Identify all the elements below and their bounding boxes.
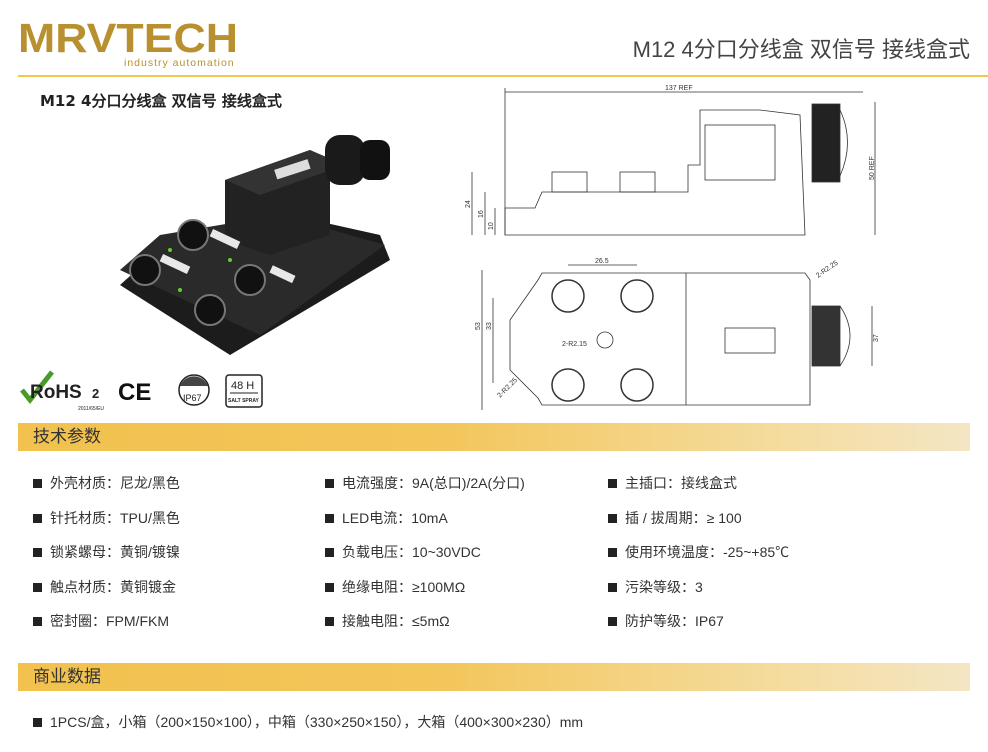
spec-item: 防护等级：IP67 bbox=[608, 611, 724, 631]
spec-item: 密封圈：FPM/FKM bbox=[33, 611, 169, 631]
bullet-icon bbox=[33, 718, 42, 727]
brand-logo: MRVTECH bbox=[18, 15, 238, 54]
spec-item: 接触电阻：≤5mΩ bbox=[325, 611, 450, 631]
spec-text: 电流强度：9A(总口)/2A(分口) bbox=[342, 475, 525, 491]
bullet-icon bbox=[33, 583, 42, 592]
bullet-icon bbox=[33, 514, 42, 523]
tech-section-header: 技术参数 bbox=[18, 423, 970, 451]
svg-text:16: 16 bbox=[478, 210, 485, 218]
bullet-icon bbox=[33, 548, 42, 557]
spec-text: 防护等级：IP67 bbox=[625, 613, 724, 629]
brand-tagline: industry automation bbox=[124, 57, 235, 69]
bullet-icon bbox=[325, 514, 334, 523]
bullet-icon bbox=[325, 548, 334, 557]
svg-text:48 H: 48 H bbox=[231, 380, 254, 392]
svg-text:RoHS: RoHS bbox=[30, 382, 82, 403]
product-title: M12 4分口分线盒 双信号 接线盒式 bbox=[40, 92, 282, 110]
bullet-icon bbox=[608, 548, 617, 557]
svg-text:2-R2.25: 2-R2.25 bbox=[815, 260, 840, 280]
spec-text: 主插口：接线盒式 bbox=[625, 475, 737, 491]
spec-text: 插 / 拔周期：≥ 100 bbox=[625, 510, 742, 526]
product-photo bbox=[120, 135, 390, 355]
spec-item: 插 / 拔周期：≥ 100 bbox=[608, 508, 742, 528]
spec-item: 电流强度：9A(总口)/2A(分口) bbox=[325, 473, 525, 493]
spec-item: 外壳材质：尼龙/黑色 bbox=[33, 473, 180, 493]
spec-text: 针托材质：TPU/黑色 bbox=[50, 510, 180, 526]
bullet-icon bbox=[325, 583, 334, 592]
page-title: M12 4分口分线盒 双信号 接线盒式 bbox=[632, 37, 970, 62]
svg-text:37: 37 bbox=[873, 334, 880, 342]
rohs-icon: RoHS 2 2011/65/EU bbox=[20, 370, 104, 412]
svg-text:26.5: 26.5 bbox=[595, 258, 609, 265]
bullet-icon bbox=[325, 617, 334, 626]
svg-text:33: 33 bbox=[486, 322, 493, 330]
spec-item: LED电流：10mA bbox=[325, 508, 448, 528]
spec-item: 主插口：接线盒式 bbox=[608, 473, 737, 493]
bullet-icon bbox=[33, 617, 42, 626]
spec-item: 使用环境温度：-25~+85℃ bbox=[608, 542, 789, 562]
svg-text:2011/65/EU: 2011/65/EU bbox=[78, 406, 104, 412]
svg-text:SALT SPRAY: SALT SPRAY bbox=[228, 398, 260, 404]
svg-text:50 REF: 50 REF bbox=[869, 156, 876, 180]
header-divider bbox=[18, 75, 988, 77]
spec-text: 绝缘电阻：≥100MΩ bbox=[342, 579, 466, 595]
spec-text: 锁紧螺母：黄铜/镀镍 bbox=[50, 544, 180, 560]
bullet-icon bbox=[608, 479, 617, 488]
salt-spray-icon: 48 H SALT SPRAY bbox=[225, 374, 263, 408]
spec-text: 使用环境温度：-25~+85℃ bbox=[625, 544, 790, 560]
technical-drawing: 137 REF 50 REF 24 16 10 26.5 53 33 2-R2.… bbox=[465, 85, 880, 410]
spec-text: LED电流：10mA bbox=[342, 510, 448, 526]
spec-text: 污染等级：3 bbox=[625, 579, 703, 595]
spec-text: 密封圈：FPM/FKM bbox=[50, 613, 169, 629]
spec-item: 锁紧螺母：黄铜/镀镍 bbox=[33, 542, 180, 562]
svg-text:53: 53 bbox=[475, 322, 482, 330]
bullet-icon bbox=[325, 479, 334, 488]
bullet-icon bbox=[608, 583, 617, 592]
svg-text:10: 10 bbox=[488, 222, 495, 230]
svg-text:MRVTECH: MRVTECH bbox=[18, 15, 238, 54]
spec-text: 接触电阻：≤5mΩ bbox=[342, 613, 450, 629]
svg-text:24: 24 bbox=[465, 200, 472, 208]
bullet-icon bbox=[608, 514, 617, 523]
spec-item: 绝缘电阻：≥100MΩ bbox=[325, 577, 465, 597]
certification-icons: RoHS 2 2011/65/EU CE IP67 48 H SALT SPRAY bbox=[18, 370, 278, 414]
spec-item: 针托材质：TPU/黑色 bbox=[33, 508, 180, 528]
ce-icon: CE bbox=[118, 379, 151, 406]
spec-text: 负载电压：10~30VDC bbox=[342, 544, 481, 560]
svg-text:2: 2 bbox=[92, 386, 99, 401]
spec-text: 外壳材质：尼龙/黑色 bbox=[50, 475, 180, 491]
bullet-icon bbox=[33, 479, 42, 488]
spec-item: 污染等级：3 bbox=[608, 577, 703, 597]
svg-text:2-R2.25: 2-R2.25 bbox=[496, 377, 519, 400]
svg-text:137 REF: 137 REF bbox=[665, 85, 693, 92]
commerce-line: 1PCS/盒，小箱（200×150×100），中箱（330×250×150），大… bbox=[33, 712, 583, 732]
svg-text:IP67: IP67 bbox=[183, 393, 202, 403]
bullet-icon bbox=[608, 617, 617, 626]
ip67-icon: IP67 bbox=[178, 374, 210, 406]
spec-item: 触点材质：黄铜镀金 bbox=[33, 577, 176, 597]
spec-item: 负载电压：10~30VDC bbox=[325, 542, 481, 562]
spec-text: 触点材质：黄铜镀金 bbox=[50, 579, 176, 595]
commerce-section-header: 商业数据 bbox=[18, 663, 970, 691]
svg-text:2-R2.15: 2-R2.15 bbox=[562, 341, 587, 348]
